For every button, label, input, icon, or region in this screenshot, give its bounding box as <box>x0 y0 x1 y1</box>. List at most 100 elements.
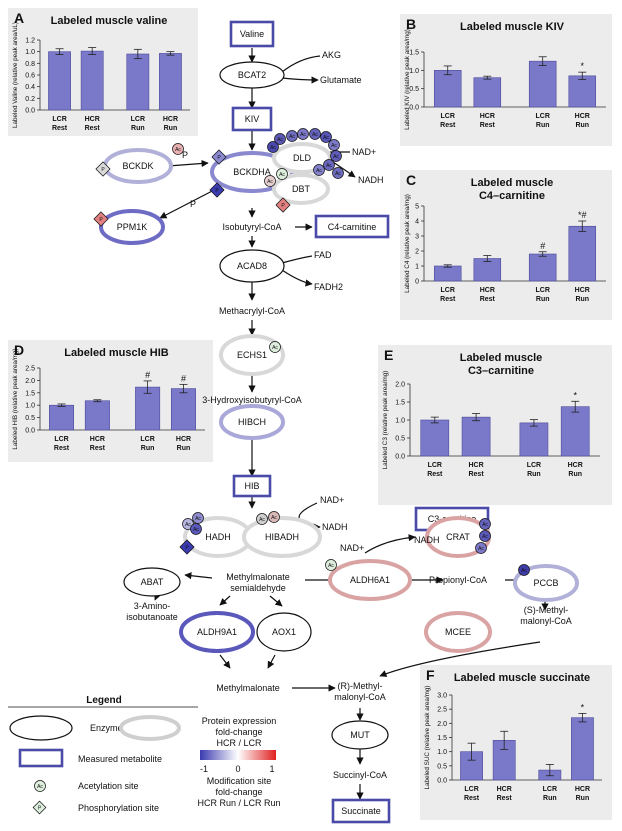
valine-label: Valine <box>240 29 264 39</box>
acetylation-site-circle <box>267 141 279 153</box>
s-mmcoa-line1-label: (S)-Methyl- <box>524 605 569 615</box>
enzyme-hibadh: HIBADH <box>242 516 322 558</box>
phosphorylation-site-text: P <box>99 217 103 223</box>
chart-f-category-label: HCR <box>575 786 590 793</box>
acetylation-site-text: Ac <box>267 179 273 185</box>
succinyl-coa-label: Succinyl-CoA <box>333 770 387 780</box>
chart-c-category-label: Rest <box>440 296 456 303</box>
chart-b-letter: B <box>406 16 416 32</box>
methylmalonate-label: Methylmalonate <box>216 683 280 693</box>
chart-b-category-label: Rest <box>480 122 496 129</box>
chart-e-bar <box>519 422 549 457</box>
r-mmcoa-line2-label: malonyl-CoA <box>334 692 386 702</box>
s-mmcoa-line2-label: malonyl-CoA <box>520 616 572 626</box>
chart-f-y-tick-label: 0.0 <box>437 778 447 785</box>
nadh-dld-label: NADH <box>358 175 384 185</box>
mmsa-line2-label: semialdehyde <box>230 583 286 593</box>
akg-label: AKG <box>322 50 341 60</box>
chart-f-category-label: Run <box>543 795 557 802</box>
acetylation-site-circle <box>286 130 298 142</box>
chart-f-y-tick-label: 2.5 <box>437 707 447 714</box>
legend-metabolite-label: Measured metabolite <box>78 754 162 764</box>
chart-c-y-tick-label: 5 <box>415 204 419 211</box>
legend-acetyl-label: Acetylation site <box>78 781 139 791</box>
chart-e-bar <box>461 416 491 457</box>
chart-a-y-tick-label: 0.6 <box>25 73 35 80</box>
phosphorylation-site-diamond <box>179 539 195 555</box>
chart-f-y-tick-label: 3.0 <box>437 693 447 700</box>
chart-b-category-label: HCR <box>480 113 495 120</box>
legend-title: Legend <box>86 695 122 706</box>
chart-a-y-tick-label: 1.2 <box>25 38 35 45</box>
legend-expression-symbol <box>119 715 181 741</box>
acetylation-site-marker: Ac <box>264 175 276 187</box>
acetylation-site-circle <box>268 511 280 523</box>
chart-e-y-tick-label: 1.0 <box>395 418 405 425</box>
chart-d-y-tick-label: 2.5 <box>25 366 35 373</box>
bckdk-label: BCKDK <box>122 161 153 171</box>
acetylation-site-circle <box>479 530 491 542</box>
chart-a-category-label: Run <box>131 125 145 132</box>
enzyme-ppm1k: PPM1K <box>99 209 165 245</box>
chart-a-bar <box>80 50 104 111</box>
acetylation-site-circle <box>323 159 335 171</box>
chart-a-y-tick-label: 0.4 <box>25 84 35 91</box>
chart-a-y-tick-label: 0.8 <box>25 61 35 68</box>
phosphorylation-site-marker: P <box>95 161 111 177</box>
chart-a-y-tick-label: 0.0 <box>25 108 35 115</box>
chart-b-bar <box>433 70 462 108</box>
fadh2-label: FADH2 <box>314 282 343 292</box>
chart-c-category-label: Run <box>575 296 589 303</box>
acetylation-site-marker: Ac <box>268 511 280 523</box>
chart-e-category-label: Run <box>527 471 541 478</box>
chart-b-significance-mark: * <box>581 61 585 71</box>
chart-c-bar <box>433 265 462 282</box>
chart-d-y-tick-label: 0.5 <box>25 415 35 422</box>
chart-d-y-tick-label: 0.0 <box>25 428 35 435</box>
dbt-label: DBT <box>292 184 311 194</box>
acetylation-site-text: Ac <box>478 546 484 552</box>
chart-d-bar <box>170 388 196 431</box>
legend-expr-line3: HCR / LCR <box>216 738 262 748</box>
chart-e-significance-mark: * <box>573 390 577 400</box>
legend-scale-neg: -1 <box>200 764 208 774</box>
acetylation-site-text: Ac <box>333 154 339 160</box>
acad8-label: ACAD8 <box>237 261 267 271</box>
acetylation-site-marker: Ac <box>518 564 530 576</box>
legend-enzyme-label: Enzyme <box>90 723 123 733</box>
acetylation-site-text: Ac <box>482 534 488 540</box>
phosphorylation-site-text: P <box>281 203 285 209</box>
chart-f-y-tick-label: 1.0 <box>437 749 447 756</box>
chart-c-y-label: Labeled C4 (relative peak area/mg) <box>404 194 411 293</box>
chart-f-letter: F <box>426 667 435 683</box>
chart-e-category-label: HCR <box>568 462 583 469</box>
chart-d-significance-mark: # <box>181 373 186 383</box>
bcat2-label: BCAT2 <box>238 70 266 80</box>
aldh6a1-label: ALDH6A1 <box>350 575 390 585</box>
chart-b-category-label: Rest <box>440 122 456 129</box>
chart-a-category-label: LCR <box>131 116 145 123</box>
acetylation-site-circle <box>320 131 332 143</box>
chart-d-bar <box>135 386 161 431</box>
phosphorylation-site-text: P <box>217 155 221 161</box>
chart-a-category-label: Rest <box>85 125 101 132</box>
nadplus-hibadh-label: NAD+ <box>320 495 344 505</box>
glutamate-label: Glutamate <box>320 75 362 85</box>
acetylation-site-circle <box>264 175 276 187</box>
isobutyryl-coa-label: Isobutyryl-CoA <box>222 222 281 232</box>
chart-b-y-tick-label: 0.0 <box>409 105 419 112</box>
enzyme-aox1: AOX1 <box>256 612 312 652</box>
chart-b-y-label: Labeled KIV (relative peak area/mg) <box>404 29 411 130</box>
enzyme-dbt: DBT <box>272 173 330 205</box>
chart-d-bar <box>49 404 75 431</box>
acetylation-site-marker: Ac <box>332 167 344 179</box>
acetylation-site-text: Ac <box>482 522 488 528</box>
chart-d-significance-mark: # <box>145 370 150 380</box>
aminoisobutanoate-line2-label: isobutanoate <box>126 612 178 622</box>
enzyme-aldh9a1: ALDH9A1 <box>179 611 255 653</box>
acetylation-site-text: Ac <box>335 171 341 177</box>
chart-c-y-tick-label: 0 <box>415 279 419 286</box>
chart-f-category-label: Rest <box>464 795 480 802</box>
